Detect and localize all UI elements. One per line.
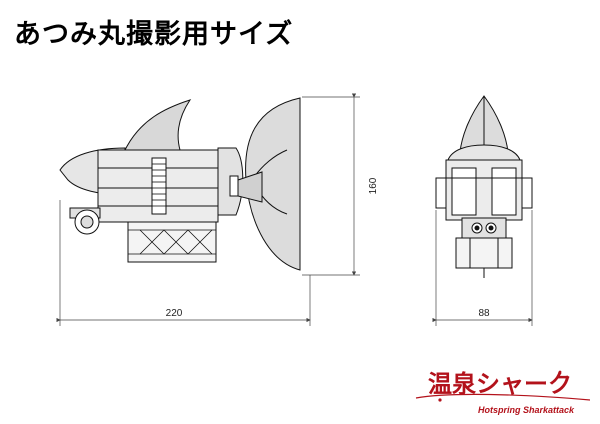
page-title: あつみ丸撮影用サイズ bbox=[14, 19, 294, 50]
dim-side-length: 220 bbox=[166, 308, 183, 319]
logo: 温泉シャーク Hotspring Sharkattack bbox=[415, 369, 591, 415]
dimension-lines bbox=[56, 93, 533, 326]
lower-cage bbox=[127, 221, 217, 263]
dorsal-fin bbox=[124, 99, 192, 151]
dim-front-width: 88 bbox=[478, 308, 490, 319]
logo-main-text: 温泉シャーク bbox=[428, 369, 572, 398]
front-view bbox=[435, 95, 533, 278]
side-view bbox=[59, 97, 301, 271]
dim-side-height: 160 bbox=[368, 177, 379, 194]
logo-sub-text: Hotspring Sharkattack bbox=[478, 405, 575, 415]
